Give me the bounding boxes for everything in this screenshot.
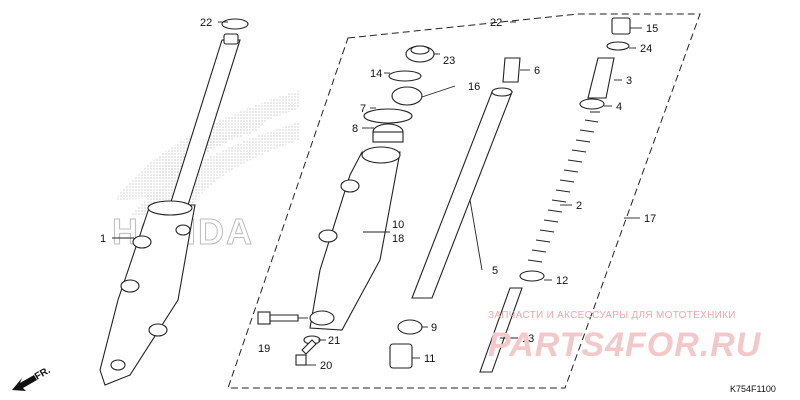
leader-lines xyxy=(112,21,642,366)
watermark: ЗАПЧАСТИ И АКСЕССУАРЫ ДЛЯ МОТОТЕХНИКИ PA… xyxy=(488,310,762,364)
callout-3: 3 xyxy=(626,75,632,87)
callout-1: 1 xyxy=(100,233,106,245)
callout-18: 18 xyxy=(392,233,404,245)
callout-22-right: 22 xyxy=(490,17,502,29)
callouts: 22 1 23 14 16 7 8 10 18 19 21 20 22 6 5 … xyxy=(100,17,658,372)
callout-2: 2 xyxy=(576,200,582,212)
callout-16: 16 xyxy=(468,81,480,93)
callout-10: 10 xyxy=(392,219,404,231)
seal-stack xyxy=(363,45,435,143)
callout-6: 6 xyxy=(534,65,540,77)
callout-15: 15 xyxy=(646,23,658,35)
damper-parts xyxy=(479,17,631,373)
bolts xyxy=(257,311,321,366)
callout-13: 13 xyxy=(522,333,534,345)
callout-5: 5 xyxy=(492,265,498,277)
callout-20: 20 xyxy=(320,360,332,372)
callout-9: 9 xyxy=(431,322,437,334)
fork-leg-assembly xyxy=(99,18,249,386)
assembly-boundary xyxy=(227,13,701,389)
callout-21: 21 xyxy=(328,335,340,347)
watermark-logo: PARTS4FOR.RU xyxy=(488,326,762,364)
callout-24: 24 xyxy=(640,43,652,55)
callout-23: 23 xyxy=(443,55,455,67)
callout-14: 14 xyxy=(370,68,382,80)
diagram-code: K754F1100 xyxy=(730,384,776,394)
inner-tube xyxy=(389,57,521,369)
callout-22-left: 22 xyxy=(200,17,212,29)
callout-7: 7 xyxy=(360,103,366,115)
front-direction-label: FR. xyxy=(33,365,53,383)
callout-12: 12 xyxy=(556,275,568,287)
callout-4: 4 xyxy=(616,101,622,113)
callout-19: 19 xyxy=(258,343,270,355)
callout-8: 8 xyxy=(352,123,358,135)
watermark-text: ЗАПЧАСТИ И АКСЕССУАРЫ ДЛЯ МОТОТЕХНИКИ xyxy=(488,310,736,321)
callout-11: 11 xyxy=(424,353,435,365)
fork-slider xyxy=(309,146,401,331)
callout-17: 17 xyxy=(644,213,656,225)
front-direction-arrow: FR. xyxy=(12,365,53,391)
